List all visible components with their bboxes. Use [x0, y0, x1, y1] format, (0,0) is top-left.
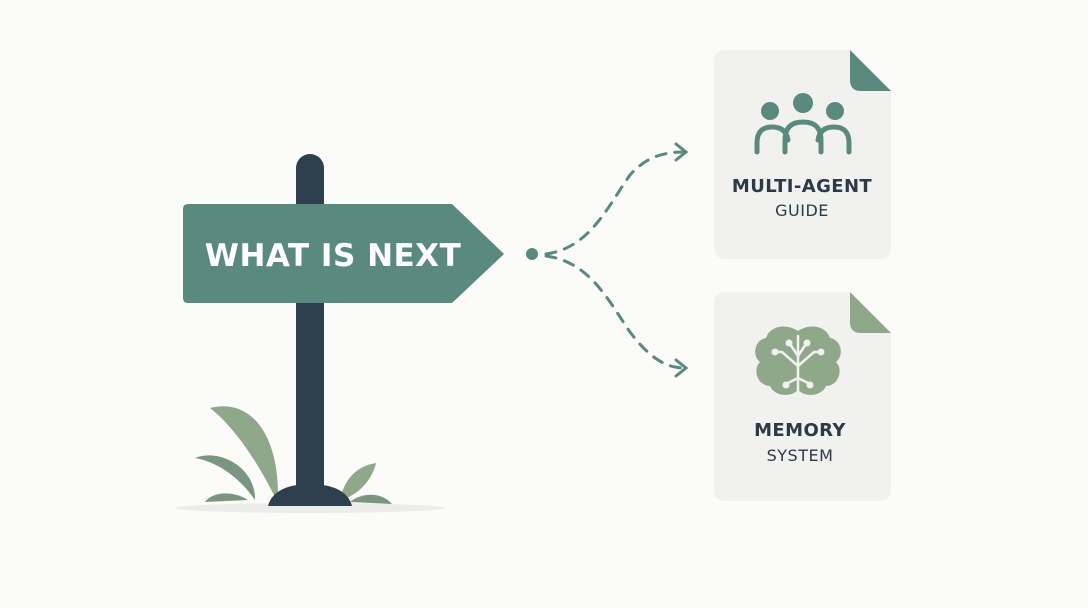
branch-arrow-lower: [544, 254, 686, 370]
card-subtitle: GUIDE: [775, 201, 829, 220]
signpost-base: [268, 484, 352, 506]
signpost-label: WHAT IS NEXT: [205, 238, 461, 274]
branch-arrows: [526, 142, 689, 378]
people-group-icon: [754, 93, 852, 155]
branch-arrow-upper-head: [674, 142, 689, 162]
brain-circuit-icon: [755, 326, 841, 395]
branch-origin-dot: [526, 248, 538, 260]
card-title: MULTI-AGENT: [732, 176, 873, 197]
card-title: MEMORY: [754, 420, 846, 441]
branch-arrow-lower-head: [674, 358, 689, 378]
plant-leaves-icon: [195, 406, 392, 504]
card-fold: [850, 292, 891, 333]
branch-arrow-upper: [544, 150, 686, 256]
card-subtitle: SYSTEM: [767, 446, 834, 465]
signpost-board: [183, 204, 504, 303]
card-fold: [850, 50, 891, 91]
ground-shadow: [175, 503, 445, 513]
card-multi-agent: MULTI-AGENT GUIDE: [714, 50, 891, 259]
card-memory-system: MEMORY SYSTEM: [714, 292, 891, 501]
